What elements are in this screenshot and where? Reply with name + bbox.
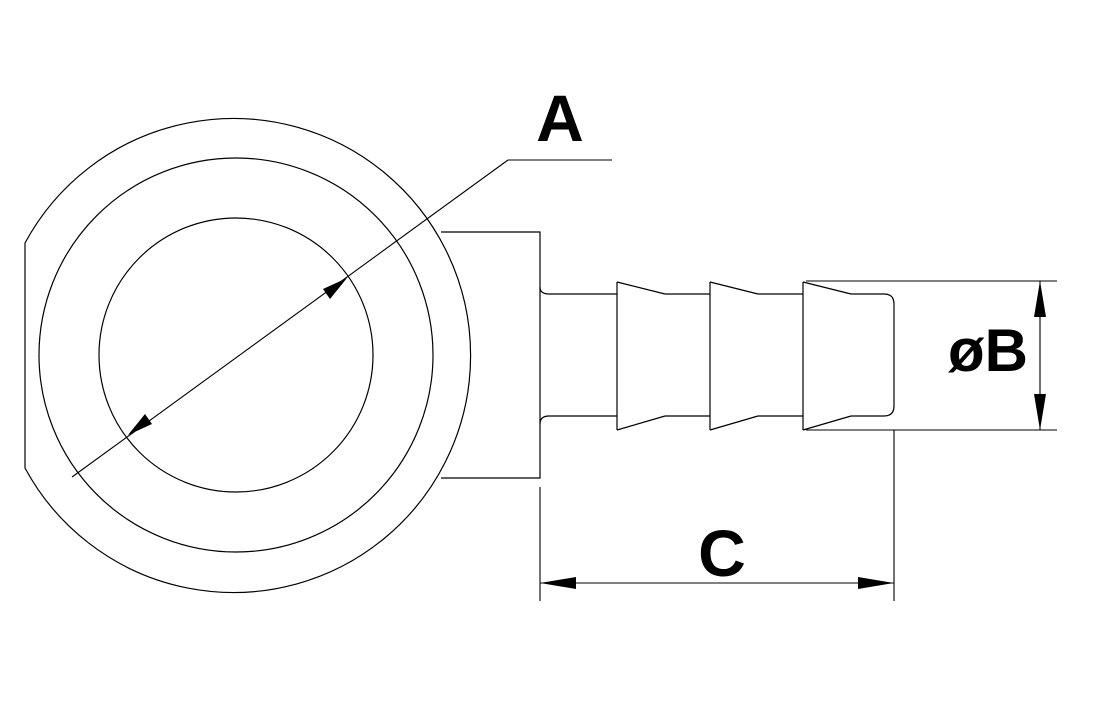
dimension-a: A: [71, 81, 612, 478]
banjo-eye-outer: [24, 117, 472, 594]
hose-barb-2: [709, 281, 803, 431]
banjo-eye-middle: [38, 157, 434, 553]
hose-barb-3: [802, 281, 895, 431]
dimension-b: øB: [806, 280, 1057, 431]
dimension-a-arrow-upper: [323, 278, 347, 299]
dimension-b-arrow-top: [1034, 281, 1046, 317]
dimension-c: C: [539, 430, 895, 601]
stem-upper: [539, 286, 617, 295]
dimension-a-label: A: [536, 81, 584, 155]
dimension-c-arrow-right: [858, 577, 894, 589]
dimension-c-label: C: [698, 516, 746, 590]
dimension-b-arrow-bottom: [1034, 394, 1046, 430]
dimension-b-label: øB: [948, 317, 1028, 384]
dimension-a-arrow-lower: [128, 414, 152, 435]
stem-lower: [539, 415, 617, 425]
banjo-bore: [98, 217, 374, 493]
hose-barb-1: [616, 281, 710, 431]
dimension-c-arrow-left: [540, 577, 576, 589]
neck-block: [441, 231, 541, 479]
